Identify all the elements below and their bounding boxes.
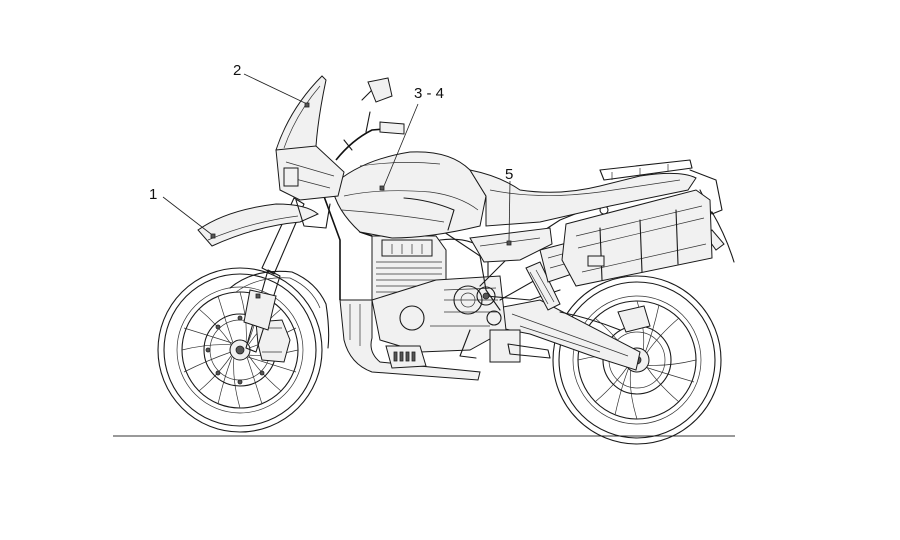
pannier-case: [561, 189, 713, 287]
callout-label-3-4: 3 - 4: [414, 85, 444, 102]
callout-label-1: 1: [149, 186, 157, 203]
callout-label-2: 2: [233, 62, 241, 79]
mirror: [361, 77, 393, 103]
leader-lines: [162, 73, 511, 242]
swingarm: [497, 299, 641, 371]
front-wheel: [157, 267, 323, 433]
callout-label-5: 5: [505, 166, 513, 183]
fuel-tank: [331, 151, 487, 239]
front-fairing: [275, 145, 345, 229]
seat: [468, 169, 697, 227]
front-mudguard: [197, 203, 319, 247]
windscreen: [275, 75, 327, 161]
handlebar: [335, 111, 405, 161]
exhaust: [339, 299, 481, 381]
